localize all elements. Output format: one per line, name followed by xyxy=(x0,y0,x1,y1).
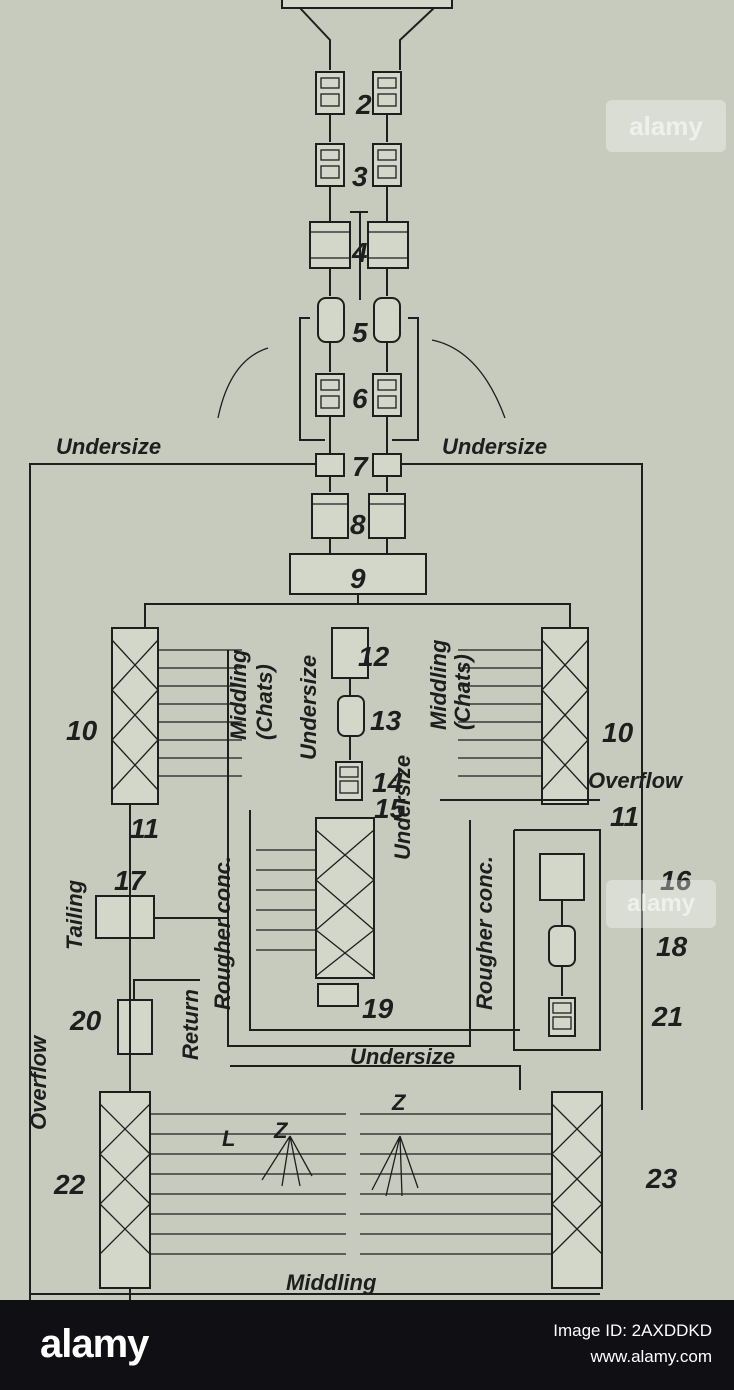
settler-17 xyxy=(95,895,155,939)
label-overflow-right: Overflow xyxy=(588,768,684,793)
trommel-16 xyxy=(539,853,585,901)
label-z-right: Z xyxy=(391,1090,407,1115)
label-17: 17 xyxy=(114,865,147,896)
line-9-jigs xyxy=(144,594,571,628)
label-chats-left: (Chats) xyxy=(252,664,277,740)
footer-site: www.alamy.com xyxy=(590,1347,712,1366)
line-6-7 xyxy=(299,317,419,454)
jig-23 xyxy=(360,1091,603,1289)
label-undersize-left: Undersize xyxy=(56,434,161,459)
line-20-return xyxy=(133,979,200,1000)
bin-9 xyxy=(289,553,427,595)
label-3: 3 xyxy=(352,161,368,192)
label-11-left: 11 xyxy=(130,813,159,844)
table-19 xyxy=(317,983,359,1007)
label-9: 9 xyxy=(350,563,366,594)
drum-18 xyxy=(548,925,576,967)
line-4-5 xyxy=(329,211,388,300)
concentrate-return-lines xyxy=(227,650,600,1047)
label-rougher-conc-left: Rougher conc. xyxy=(210,856,235,1010)
label-8: 8 xyxy=(350,509,366,540)
label-19: 19 xyxy=(362,993,394,1024)
stock-footer-bar: alamy Image ID: 2AXDDKD www.alamy.com xyxy=(0,1300,734,1390)
label-undersize-center-lower: Undersize xyxy=(390,755,415,860)
label-overflow-left: Overflow xyxy=(26,1034,51,1130)
label-l: L xyxy=(222,1126,235,1151)
label-undersize-center: Undersize xyxy=(296,655,321,760)
label-12: 12 xyxy=(358,641,390,672)
jig-15 xyxy=(256,817,375,979)
drum-pair-5 xyxy=(317,297,401,343)
label-10-right: 10 xyxy=(602,717,634,748)
label-middling-bottom: Middling xyxy=(286,1270,377,1295)
undersize-arrow-left xyxy=(217,347,269,419)
label-undersize-bottom: Undersize xyxy=(350,1044,455,1069)
watermark-logo-middle: alamy xyxy=(606,880,716,928)
trommel-pair-4 xyxy=(309,221,409,269)
footer-image-info: Image ID: 2AXDDKD www.alamy.com xyxy=(553,1318,712,1370)
label-2: 2 xyxy=(355,89,372,120)
undersize-line-bottom xyxy=(230,1065,521,1090)
jig-10-left xyxy=(111,627,242,805)
z-rays xyxy=(261,1135,419,1197)
label-21: 21 xyxy=(651,1001,683,1032)
trommel-12 xyxy=(331,627,369,679)
label-tailing: Tailing xyxy=(62,879,87,950)
undersize-arrow-right xyxy=(431,339,506,419)
feed-bin xyxy=(281,0,453,9)
label-6: 6 xyxy=(352,383,368,414)
rolls-21 xyxy=(548,997,576,1037)
line-3-4 xyxy=(329,186,388,222)
jig-10-right xyxy=(458,627,589,805)
label-return: Return xyxy=(178,989,203,1060)
footer-logo: alamy xyxy=(40,1322,149,1366)
circuit-16-21 xyxy=(513,829,601,1051)
label-16: 16 xyxy=(660,865,692,896)
drum-13 xyxy=(337,695,365,737)
line-2-3 xyxy=(329,114,388,142)
watermark-logo-top: alamy xyxy=(606,100,726,152)
line-8-9 xyxy=(329,538,388,554)
label-middling-left: Middling xyxy=(226,649,251,740)
label-14: 14 xyxy=(372,767,404,798)
line-5-6 xyxy=(329,342,388,372)
undersize-bypass-lines xyxy=(29,463,643,1300)
label-23: 23 xyxy=(645,1163,678,1194)
label-chats-right: (Chats) xyxy=(450,654,475,730)
label-4: 4 xyxy=(351,237,368,268)
label-5: 5 xyxy=(352,317,368,348)
rolls-14 xyxy=(335,761,363,801)
feed-split-lines xyxy=(299,7,435,70)
label-middling-right: Middling xyxy=(426,639,451,730)
flowsheet-diagram-area: 2 3 4 5 6 7 8 9 Undersize Undersize 10 1… xyxy=(26,0,726,1300)
footer-image-id: Image ID: 2AXDDKD xyxy=(553,1321,712,1340)
label-10-left: 10 xyxy=(66,715,98,746)
label-rougher-conc-right: Rougher conc. xyxy=(472,856,497,1010)
settler-20 xyxy=(117,999,153,1055)
label-22: 22 xyxy=(53,1169,86,1200)
label-18: 18 xyxy=(656,931,688,962)
label-7: 7 xyxy=(352,451,369,482)
label-20: 20 xyxy=(69,1005,102,1036)
mill-flowsheet-diagram: 2 3 4 5 6 7 8 9 Undersize Undersize 10 1… xyxy=(26,0,692,1300)
label-13: 13 xyxy=(370,705,402,736)
label-11-right: 11 xyxy=(610,801,639,832)
label-15: 15 xyxy=(374,793,406,824)
jig-22 xyxy=(99,1091,346,1289)
label-undersize-right: Undersize xyxy=(442,434,547,459)
rolls-pair-6 xyxy=(315,373,402,417)
line-7-8 xyxy=(329,476,388,492)
crusher-pair-2 xyxy=(315,71,402,115)
label-z-left: Z xyxy=(273,1118,289,1143)
